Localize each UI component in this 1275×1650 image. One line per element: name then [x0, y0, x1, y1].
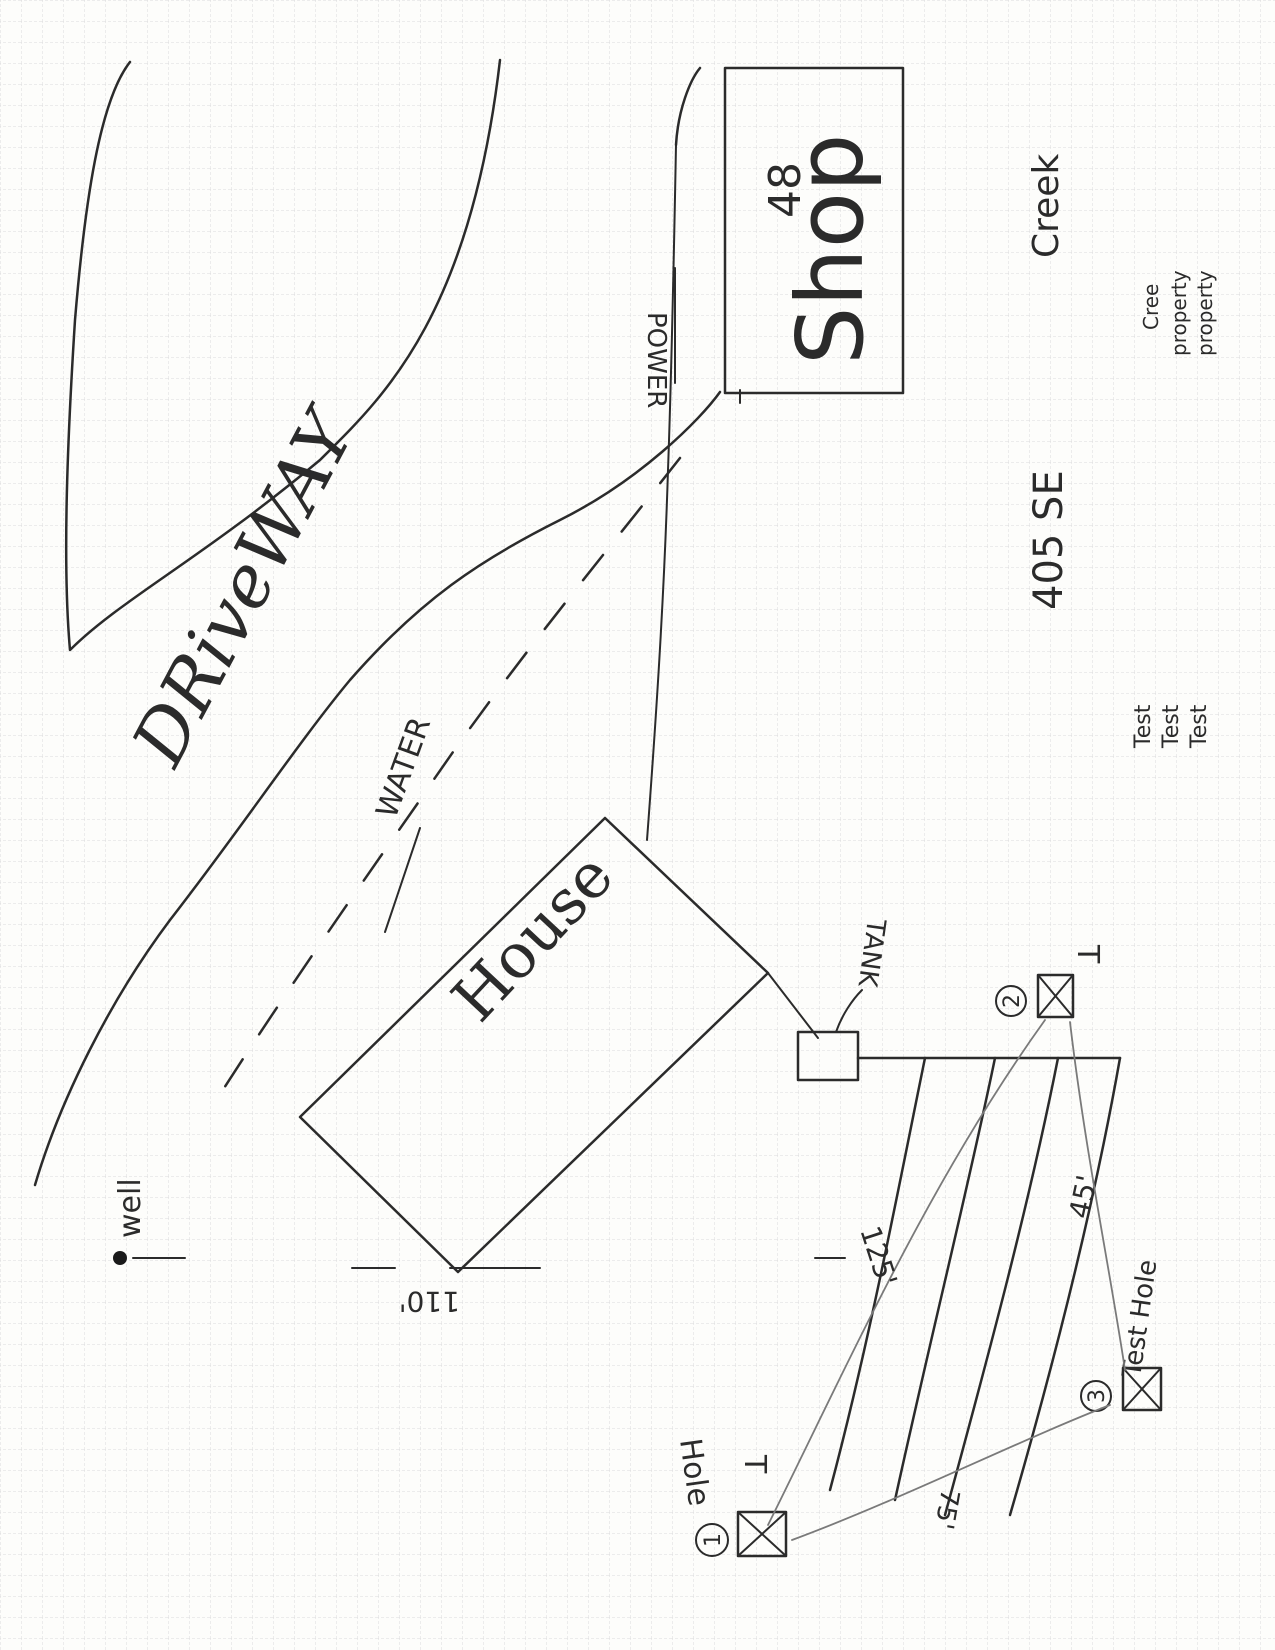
- distance-line-2-to-3: [1069, 1021, 1126, 1371]
- test-hole-1-circle: [695, 1523, 729, 1557]
- drain-line-4: [1008, 1056, 1122, 1517]
- water-line: [208, 456, 682, 1112]
- distance-line-1-to-2: [767, 1019, 1046, 1526]
- tank-pointer: [835, 989, 863, 1033]
- test-hole-1-tag: T: [737, 1454, 772, 1474]
- creek-label: Creek: [1026, 154, 1067, 258]
- test-hole-1-box: [736, 1510, 788, 1558]
- septic-tank: [796, 1030, 860, 1082]
- drain-line-1: [828, 1056, 927, 1492]
- distance-75-label: 75': [928, 1487, 965, 1532]
- shop-number-label: 48: [760, 162, 811, 218]
- test-hole-2-x-b: [1037, 974, 1074, 1018]
- power-label: POWER: [641, 312, 671, 408]
- test-hole-2-tag: T: [1070, 944, 1105, 964]
- water-label-underline: [384, 827, 421, 933]
- test-hole-3-x-b: [1122, 1367, 1162, 1411]
- well-label: well: [113, 1178, 148, 1238]
- test-line-3: Test: [1187, 704, 1212, 749]
- driveway-bottom-edge: [33, 390, 722, 1187]
- property-line-3: property: [1193, 270, 1217, 356]
- distance-line-1-to-3: [791, 1404, 1111, 1541]
- drain-line-3: [943, 1056, 1060, 1517]
- property-line-1: Cree: [1139, 284, 1163, 330]
- test-hole-3-number: 3: [1085, 1389, 1110, 1403]
- test-hole-2-circle: [995, 985, 1027, 1017]
- well-point: [113, 1251, 127, 1265]
- road-label: 405 SE: [1026, 470, 1072, 610]
- test-hole-1-number: 1: [701, 1533, 726, 1547]
- test-line-2: Test: [1159, 704, 1184, 749]
- driveway-top-edge: [64, 58, 502, 652]
- shop-label: Shop: [777, 134, 884, 365]
- shop-building: [723, 66, 905, 395]
- property-line-2: property: [1167, 270, 1191, 356]
- distance-110-label: 110': [399, 1285, 460, 1318]
- house-tank-pipe: [767, 972, 819, 1039]
- test-hole-3-box: [1121, 1366, 1163, 1412]
- test-hole-2-number: 2: [1000, 994, 1025, 1008]
- shop-edge-line: [674, 66, 702, 147]
- test-line-1: Test: [1131, 704, 1156, 749]
- power-line: [646, 144, 677, 841]
- test-hole-2-box: [1036, 973, 1075, 1019]
- test-hole-1-x-b: [737, 1511, 787, 1557]
